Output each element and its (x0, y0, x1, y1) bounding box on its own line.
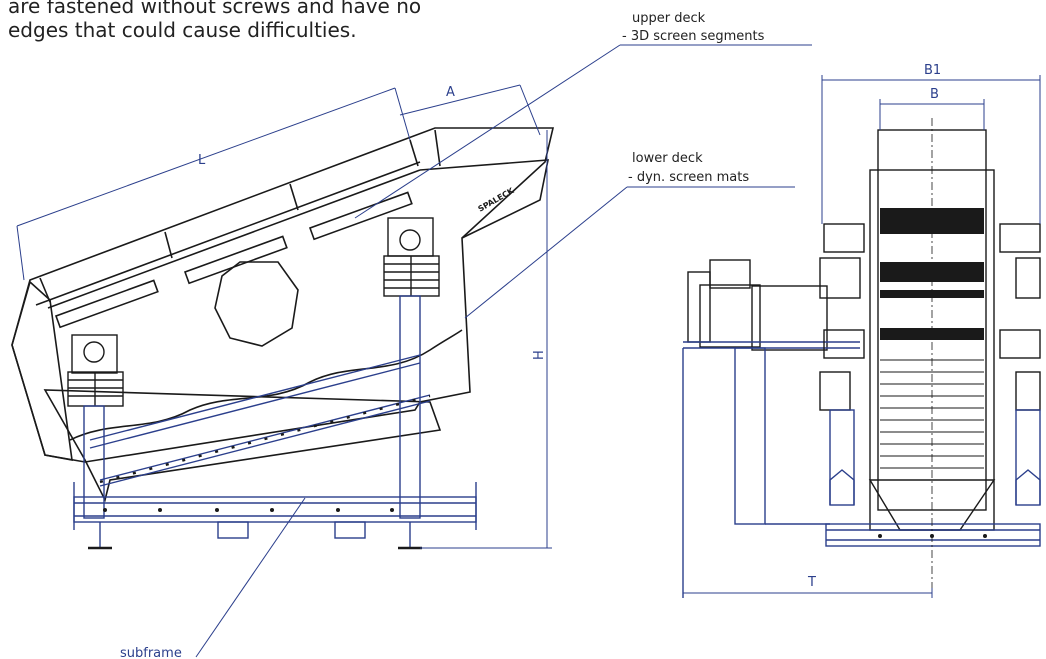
subframe (73, 482, 477, 548)
stud-line (99, 394, 431, 484)
dimension-B-label: B (930, 87, 939, 102)
intro-text: are fastened without screws and have no … (8, 0, 468, 42)
screen-box-outline (11, 127, 555, 463)
dimension-L-label: L (198, 153, 206, 168)
discharge-chute (43, 389, 442, 503)
callout-upper-deck-title: upper deck (632, 11, 706, 26)
callout-subframe: subframe (120, 646, 182, 659)
dimension-H (420, 130, 552, 549)
intro-line-1: are fastened without screws and have no (8, 0, 422, 18)
dimension-B-set (821, 75, 1041, 224)
lower-deck-frame (89, 354, 431, 487)
dimension-T (682, 588, 933, 598)
callout-leaders (195, 44, 812, 658)
dimension-T-label: T (807, 575, 816, 590)
side-view: SPALECK (11, 127, 555, 503)
motor (709, 259, 751, 289)
subframe-bolts (103, 508, 394, 512)
front-view (682, 129, 1041, 598)
callout-lower-deck-title: lower deck (632, 151, 703, 166)
dimension-A-label: A (446, 85, 455, 100)
dimension-L (16, 84, 541, 281)
dimension-H-label: H (532, 350, 547, 360)
upper-deck-segment-3 (308, 191, 413, 241)
brand-mark: SPALECK (477, 186, 517, 214)
exciter-octagon (214, 261, 299, 347)
intro-line-2: edges that could cause difficulties. (8, 18, 357, 42)
callout-lower-deck-detail: - dyn. screen mats (628, 170, 749, 185)
upper-rail (35, 161, 421, 306)
upper-deck-segment-2 (183, 235, 288, 285)
left-spring-assembly (67, 334, 124, 407)
callout-upper-deck-detail: - 3D screen segments (622, 29, 765, 44)
right-spring-assembly (383, 217, 440, 297)
upper-deck-segment-1 (54, 279, 159, 329)
lower-deck-mat (69, 329, 463, 441)
feed-chute (11, 280, 73, 461)
support-posts (83, 295, 421, 519)
dimension-B1-label: B1 (924, 63, 941, 78)
